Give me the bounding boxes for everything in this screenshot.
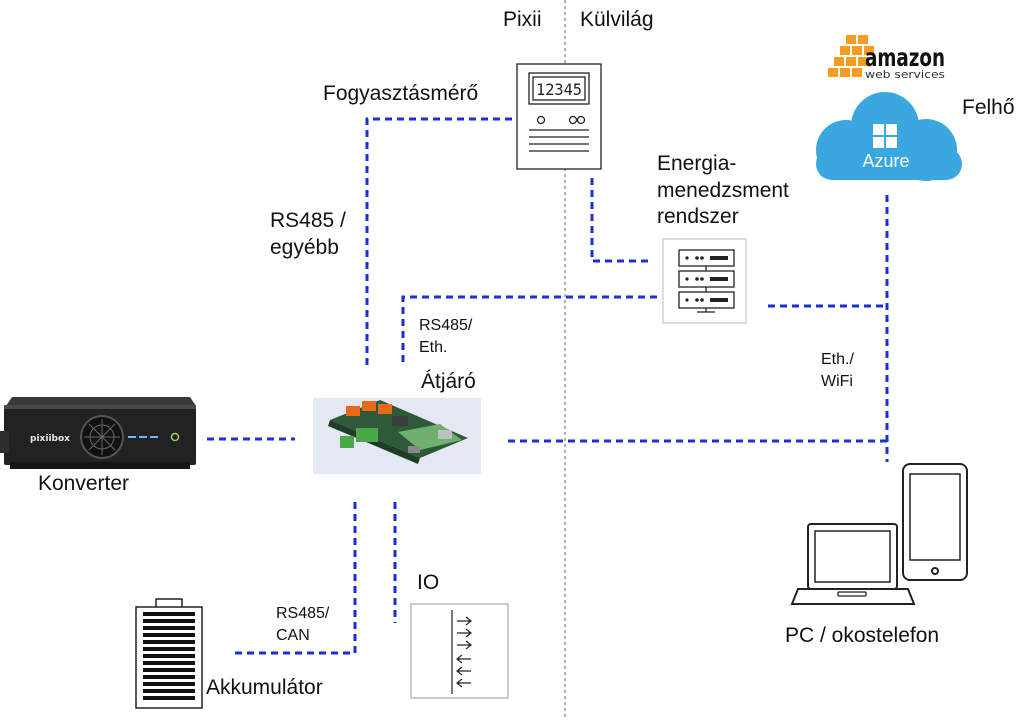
link-label-network-line2: WiFi (821, 373, 853, 390)
smartphone-icon (902, 463, 968, 581)
converter-brand: pixiibox (30, 434, 70, 444)
link-ems-gateway (401, 295, 657, 366)
link-label-ems-gateway-line2: Eth. (419, 339, 448, 356)
io-module-icon (410, 603, 509, 699)
link-label-battery-gateway-line2: CAN (276, 627, 310, 644)
ems-server-icon (662, 238, 747, 324)
client-label: PC / okostelefon (785, 624, 940, 647)
battery-cells (143, 612, 195, 700)
link-label-ems-gateway-line1: RS485/ (419, 317, 473, 334)
azure-cloud-icon (816, 92, 962, 181)
azure-label: Azure (862, 151, 909, 171)
windows-logo-icon (873, 124, 897, 148)
gateway-label: Átjáró (421, 370, 476, 393)
ems-label-line1: Energia- (657, 152, 737, 175)
link-label-battery-gateway-line1: RS485/ (276, 605, 330, 622)
ems-server-leds (685, 256, 728, 302)
converter-device-image (0, 397, 196, 469)
amazon-logo-word: amazon (865, 43, 945, 72)
connection-lines (207, 117, 889, 655)
converter-label: Konverter (38, 472, 130, 495)
amazon-logo-boxes (828, 35, 874, 77)
energy-meter (516, 63, 602, 170)
amazon-logo-subword: web services (865, 68, 945, 81)
link-label-meter-gateway-line2: egyébb (270, 236, 339, 259)
meter-label: Fogyasztásmérő (323, 82, 479, 105)
cloud-label: Felhő (962, 96, 1015, 119)
zone-label-pixii: Pixii (503, 8, 542, 31)
laptop-icon (790, 523, 916, 605)
link-meter-ems (590, 178, 653, 263)
meter-display-digits: 12345 (536, 80, 582, 99)
io-label: IO (417, 571, 440, 594)
link-label-meter-gateway-line1: RS485 / (270, 209, 346, 232)
link-meter-gateway (365, 117, 512, 370)
zone-label-outside-world: Külvilág (580, 8, 654, 31)
ems-label-line3: rendszer (657, 205, 739, 228)
gateway-board-image (313, 398, 481, 474)
link-label-network-line1: Eth./ (821, 351, 854, 368)
battery-label: Akkumulátor (206, 676, 323, 699)
ems-label-line2: menedzsment (657, 179, 789, 202)
link-battery-gateway (230, 502, 357, 655)
